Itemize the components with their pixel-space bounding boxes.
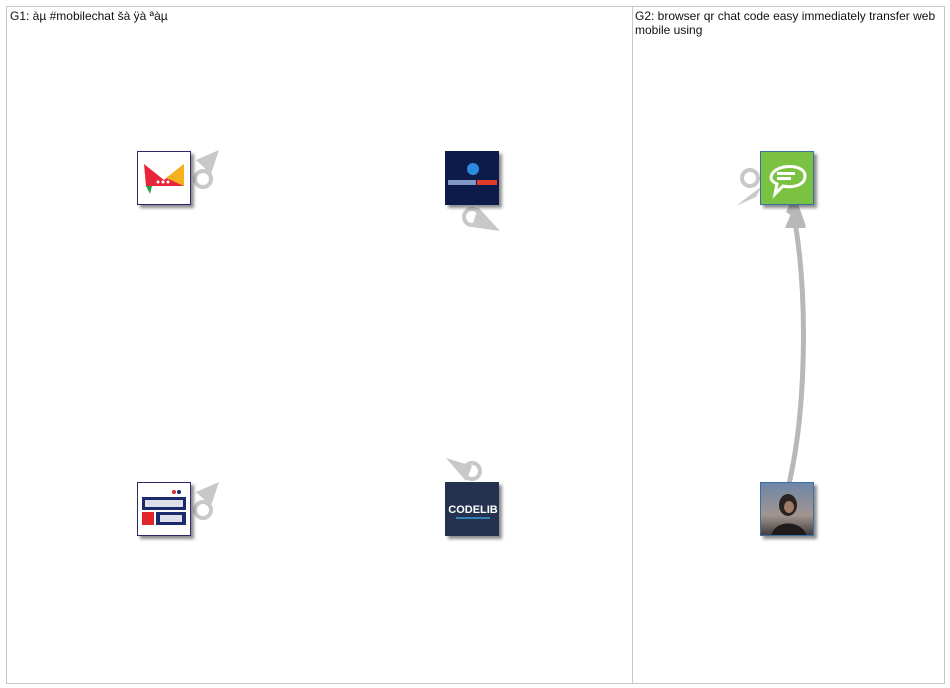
self-loop-n4: [193, 482, 219, 520]
codelib-logo-text: CODELIB: [448, 504, 498, 516]
person-photo-avatar-icon: [761, 483, 813, 535]
codelib-logo-icon: CODELIB: [446, 483, 498, 535]
self-loop-n5: [446, 458, 482, 481]
node-person-avatar[interactable]: [760, 482, 814, 536]
self-loop-n2: [462, 207, 500, 231]
group-label-g1: G1: àµ #mobilechat šà ÿà ªàµ: [10, 9, 168, 23]
edge-n6-to-n3: [785, 204, 806, 485]
self-loop-n3: [736, 168, 762, 206]
group-label-g2: G2: browser qr chat code easy immediatel…: [635, 9, 936, 37]
news-channel-logo-icon: [446, 152, 498, 204]
group-box-g2: [632, 6, 945, 684]
bubble-talk-logo-icon: [761, 152, 813, 204]
red-yellow-chat-logo-icon: [144, 164, 184, 194]
node-public-tv-logo[interactable]: [137, 482, 191, 536]
node-news-channel-logo[interactable]: [445, 151, 499, 205]
node-bubble-talk-logo[interactable]: [760, 151, 814, 205]
public-tv-logo-icon: [142, 490, 186, 525]
node-chat-logo[interactable]: [137, 151, 191, 205]
node-codelib-logo[interactable]: CODELIB: [445, 482, 499, 536]
self-loop-n1: [193, 150, 219, 189]
